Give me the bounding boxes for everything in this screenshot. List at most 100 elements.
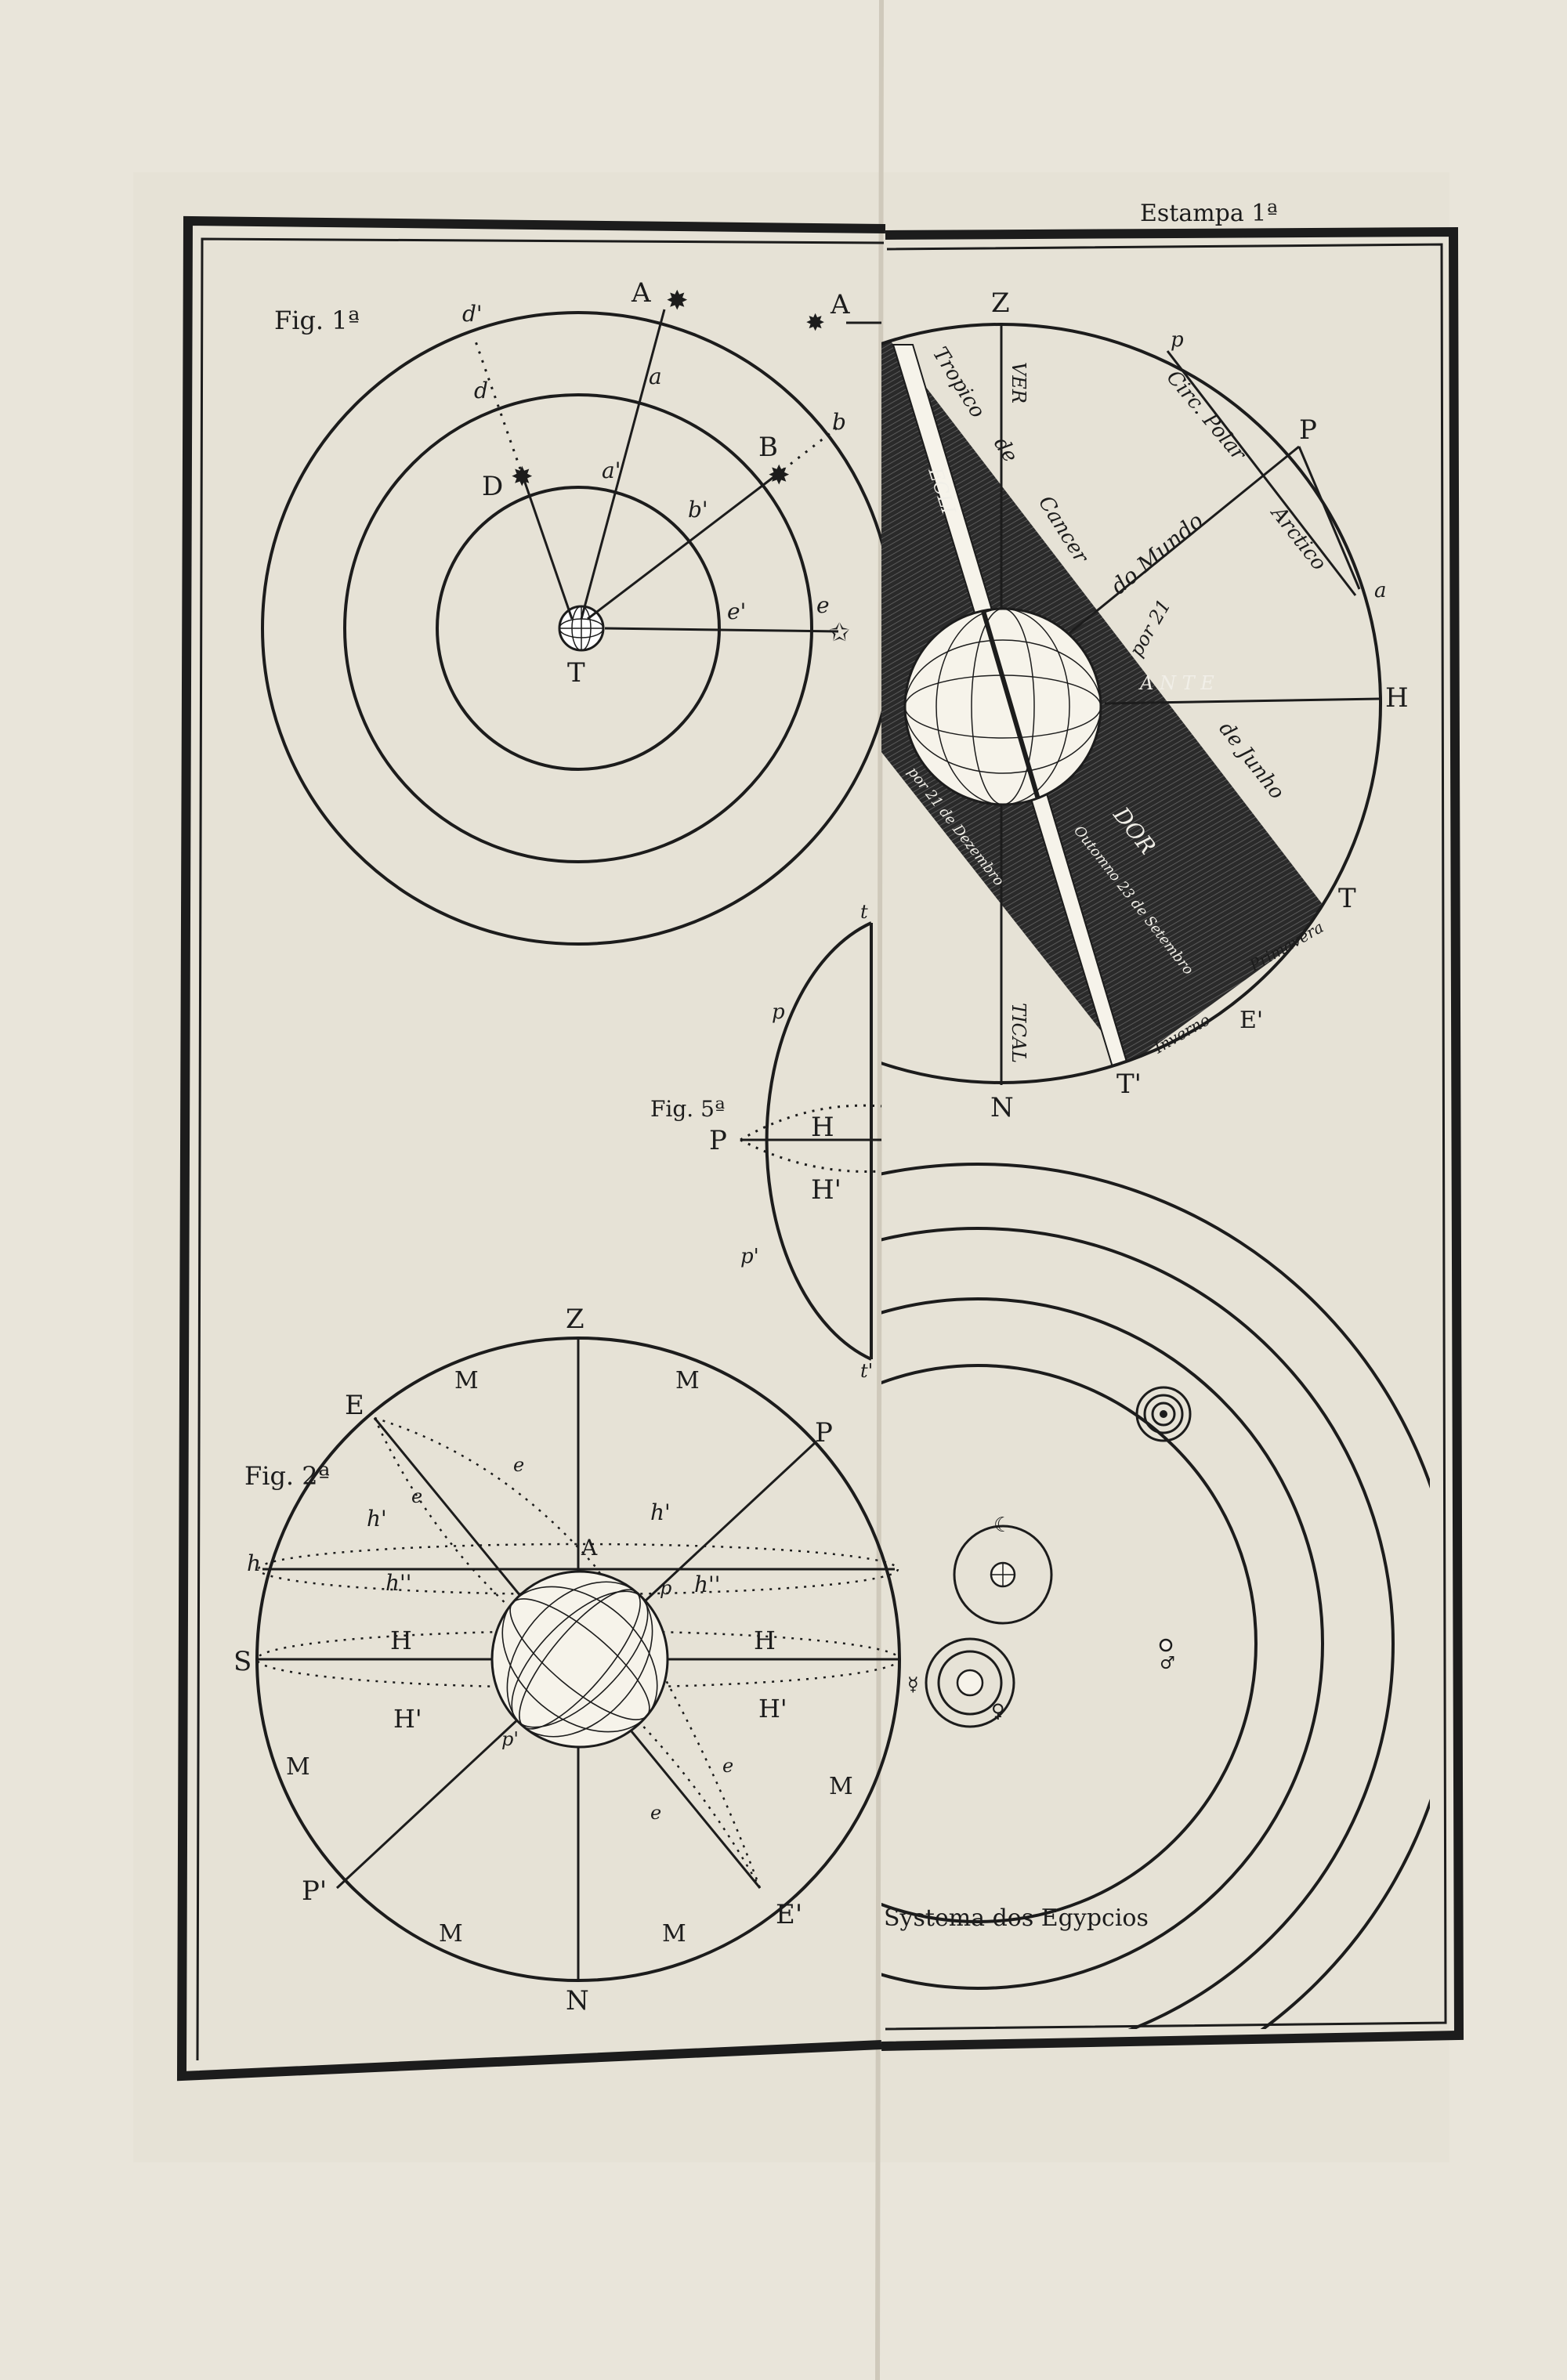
plate-number: Estampa 1ª bbox=[1140, 200, 1278, 227]
page-fold bbox=[875, 0, 884, 2380]
fig2-label-Z: Z bbox=[566, 1304, 584, 1335]
egypt-orbit-saturn bbox=[881, 1163, 1430, 2029]
label-ante: A N T E bbox=[1138, 672, 1214, 694]
saturn-ring-inner bbox=[1151, 1402, 1176, 1427]
fig1-inner-orbit bbox=[436, 486, 721, 771]
fig1-label-b: b bbox=[832, 409, 846, 435]
fig2-label-S: S bbox=[233, 1646, 252, 1677]
fig2-label-e: e bbox=[411, 1485, 422, 1507]
figure-2: Fig. 2ª Z N E E' P P' S h A M M M M M M bbox=[233, 1304, 901, 2016]
right-label-T-prime: T' bbox=[1116, 1069, 1142, 1100]
egypt-orbit-moon bbox=[953, 1525, 1053, 1625]
label-tical: TICAL bbox=[1008, 1003, 1030, 1063]
fig1-line-d bbox=[522, 477, 574, 620]
axis-line bbox=[1069, 445, 1300, 635]
star-icon: ✸ bbox=[666, 285, 689, 316]
fig1-line-b-dotted bbox=[775, 425, 839, 477]
star-icon: ✩ bbox=[829, 617, 850, 647]
fig1-line-d-dotted bbox=[472, 336, 525, 479]
fig5-lower-dotted bbox=[740, 1138, 882, 1173]
fig2-label-h-prime: h' bbox=[650, 1499, 671, 1525]
fig2-ecliptic-dotted-1 bbox=[373, 1417, 762, 1889]
figure-egyptian-system: ☾ ☿ ♀ ♂ Systema dos Egypcios bbox=[881, 1163, 1430, 2029]
ecliptic-dark-band bbox=[881, 329, 1332, 1065]
fig5-label-t: t bbox=[860, 901, 868, 923]
fig2-title: Fig. 2ª bbox=[244, 1461, 330, 1491]
mars-planet bbox=[1159, 1638, 1173, 1652]
figure-5: Fig. 5ª P p p' H H' t t' bbox=[650, 901, 882, 1382]
fig5-label-H-prime: H' bbox=[811, 1174, 841, 1206]
fig2-label-H-prime: H' bbox=[758, 1694, 787, 1724]
right-label-Z: Z bbox=[991, 288, 1010, 319]
star-icon: ✸ bbox=[805, 309, 825, 337]
egypt-orbit-venus bbox=[925, 1637, 1015, 1728]
fig2-label-M: M bbox=[286, 1753, 310, 1781]
globe-axis bbox=[981, 610, 1040, 800]
fig1-label-T: T bbox=[567, 657, 585, 689]
sun-icon bbox=[956, 1669, 984, 1697]
fig1-label-a: a bbox=[649, 364, 662, 389]
fig2-label-h-dprime: h'' bbox=[694, 1572, 720, 1597]
fig1-label-d: d bbox=[474, 378, 488, 403]
venus-symbol: ♀ bbox=[991, 1700, 1005, 1722]
fig1-line-b bbox=[587, 474, 776, 620]
fig2-label-E: E bbox=[345, 1390, 364, 1421]
fig2-label-M: M bbox=[675, 1367, 700, 1394]
fig2-label-h-prime: h' bbox=[367, 1506, 387, 1532]
saturn-ring-middle bbox=[1143, 1394, 1184, 1434]
label-ver: VER bbox=[1008, 362, 1030, 403]
fig5-label-P: P bbox=[709, 1125, 727, 1156]
fig2-label-H: H bbox=[754, 1626, 776, 1655]
fig2-label-A: A bbox=[581, 1535, 598, 1561]
fig5-label-H: H bbox=[811, 1112, 834, 1143]
fig2-label-h-dprime: h'' bbox=[385, 1570, 411, 1596]
star-icon: ✸ bbox=[511, 461, 534, 493]
fig2-label-N: N bbox=[566, 1985, 589, 2016]
fig1-title: Fig. 1ª bbox=[274, 306, 360, 335]
fig2-label-M: M bbox=[454, 1367, 479, 1394]
fig1-label-D: D bbox=[482, 471, 503, 502]
right-label-a: a bbox=[1374, 579, 1387, 602]
fig1-label-B: B bbox=[758, 432, 778, 463]
fig1-label-d-prime: d' bbox=[462, 301, 483, 327]
fig2-label-p: p bbox=[660, 1577, 671, 1599]
fig2-label-p-prime: p' bbox=[501, 1728, 519, 1750]
fig2-label-M: M bbox=[662, 1920, 686, 1948]
fig2-label-M: M bbox=[439, 1920, 463, 1948]
fig1-label-A-outer: A bbox=[830, 289, 850, 320]
right-label-T: T bbox=[1338, 883, 1356, 914]
fig2-parallel-1 bbox=[257, 1543, 899, 1596]
figure-1: Fig. 1ª ✸ ✸ ✸ ✩ ✸ A A a a' B b b' D d d'… bbox=[261, 277, 896, 946]
fig5-label-t-prime: t' bbox=[860, 1360, 873, 1382]
fig2-label-E-prime: E' bbox=[776, 1899, 802, 1930]
fig2-label-M: M bbox=[829, 1773, 853, 1800]
polar-circle-line bbox=[1166, 350, 1357, 596]
right-earth-globe bbox=[903, 607, 1102, 806]
fig2-label-H: H bbox=[390, 1626, 412, 1655]
fig2-earth bbox=[490, 1570, 669, 1749]
fig1-label-e: e bbox=[816, 592, 830, 618]
fig5-label-p-prime: p' bbox=[740, 1245, 759, 1268]
fig1-label-a-prime: a' bbox=[602, 458, 621, 483]
egypt-orbit-mars bbox=[881, 1297, 1324, 1990]
fig1-line-a bbox=[580, 309, 666, 620]
fig5-label-p: p bbox=[772, 1000, 785, 1024]
fig1-line-e bbox=[604, 627, 839, 633]
right-label-H: H bbox=[1385, 682, 1409, 714]
fig1-label-b-prime: b' bbox=[688, 497, 708, 523]
fig2-label-h: h bbox=[247, 1550, 261, 1576]
egypt-orbit-jupiter bbox=[881, 1227, 1395, 2029]
right-label-P: P bbox=[1299, 414, 1317, 446]
saturn-icon bbox=[1160, 1410, 1167, 1418]
fig2-label-e: e bbox=[650, 1802, 661, 1824]
fig2-label-H-prime: H' bbox=[393, 1704, 422, 1734]
fig5-title: Fig. 5ª bbox=[650, 1096, 725, 1122]
egyptian-caption: Systema dos Egypcios bbox=[884, 1904, 1149, 1932]
arctic-arc-line bbox=[1297, 446, 1361, 590]
fig2-label-P: P bbox=[815, 1417, 833, 1449]
egypt-orbit-sun bbox=[881, 1364, 1258, 1923]
fig2-label-P-prime: P' bbox=[302, 1875, 327, 1907]
mars-symbol: ♂ bbox=[1160, 1654, 1175, 1673]
fig1-label-A: A bbox=[631, 277, 651, 309]
